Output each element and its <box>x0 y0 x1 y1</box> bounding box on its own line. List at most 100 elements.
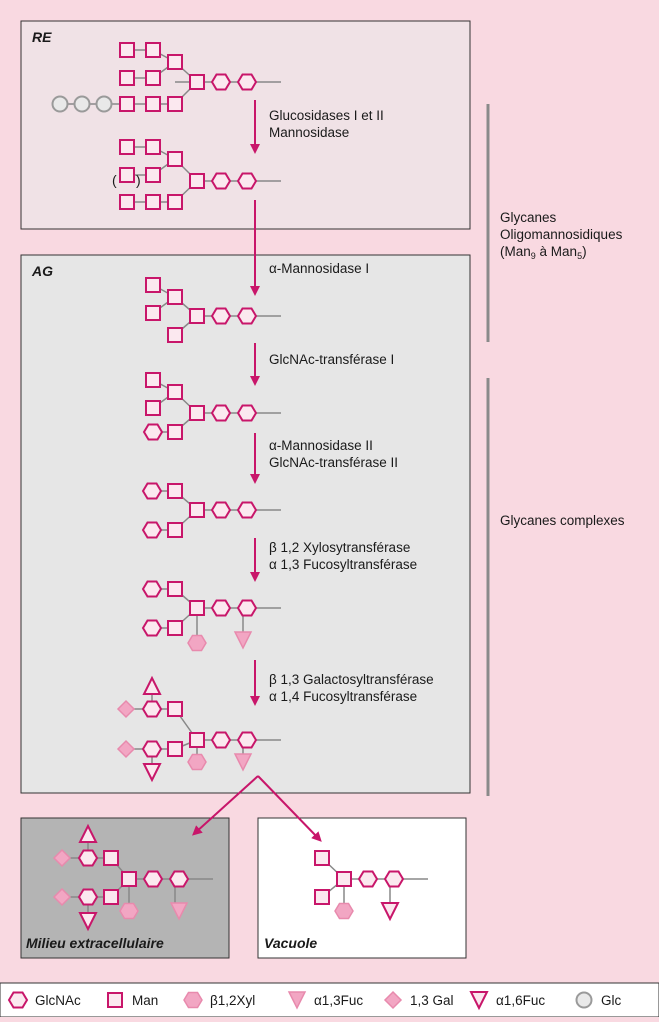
glcnac-hexagon-icon <box>141 740 163 758</box>
mannose-square-icon <box>145 96 161 112</box>
legend-item: 1,3 Gal <box>383 990 454 1010</box>
glcnac-hexagon-icon <box>210 73 232 91</box>
legend-item: Man <box>107 992 158 1008</box>
mannose-square-icon <box>119 167 135 183</box>
glcnac-hexagon-icon <box>141 619 163 637</box>
glcnac-hexagon-icon <box>7 991 29 1009</box>
glycan-ag-3 <box>141 482 281 539</box>
glcnac-hexagon-icon <box>168 870 190 888</box>
xylose-hexagon-icon <box>183 991 203 1009</box>
mannose-square-icon <box>336 871 352 887</box>
extracellular-compartment <box>20 817 230 959</box>
mannose-square-icon <box>167 620 183 636</box>
mannose-square-icon <box>145 372 161 388</box>
glcnac-hexagon-icon <box>236 172 258 190</box>
mannose-square-icon <box>167 483 183 499</box>
glcnac-hexagon-icon <box>210 404 232 422</box>
glycan-ag-4 <box>141 580 281 652</box>
legend-item: GlcNAc <box>7 991 81 1009</box>
glycan-extracellular <box>52 823 213 932</box>
glucose-circle-icon <box>575 991 593 1009</box>
mannose-square-icon <box>167 289 183 305</box>
fucose-a13-triangle-icon <box>233 631 253 650</box>
mannose-square-icon <box>189 405 205 421</box>
mannose-square-icon <box>145 167 161 183</box>
export-arrow-vacuole <box>257 775 322 842</box>
glcnac-hexagon-icon <box>210 731 232 749</box>
legend-item-label: 1,3 Gal <box>410 993 454 1008</box>
mannose-square-icon <box>103 889 119 905</box>
mannose-square-icon <box>119 139 135 155</box>
galactose-diamond-icon <box>116 739 136 759</box>
galactose-diamond-icon <box>52 887 72 907</box>
vacuole-compartment <box>257 817 467 959</box>
undefined <box>78 823 98 843</box>
xylose-hexagon-icon <box>187 634 207 652</box>
glucose-circle-icon <box>51 95 69 113</box>
fucose-a13-triangle-icon <box>233 753 253 772</box>
mannose-square-icon <box>145 70 161 86</box>
mannose-square-icon <box>167 424 183 440</box>
step-6-line1: β 1,3 Galactosyltransférase <box>269 672 434 687</box>
fucose-a13-triangle-icon <box>287 991 307 1010</box>
glcnac-hexagon-icon <box>357 870 379 888</box>
glycan-structures <box>51 42 428 932</box>
legend-item-label: β1,2Xyl <box>210 993 255 1008</box>
mannose-square-icon <box>167 54 183 70</box>
glcnac-hexagon-icon <box>142 870 164 888</box>
optional-mannose-paren-left: ( <box>112 172 117 188</box>
legend-item-label: Man <box>132 993 158 1008</box>
glcnac-hexagon-icon <box>210 307 232 325</box>
glucose-circle-icon <box>95 95 113 113</box>
mannose-square-icon <box>145 139 161 155</box>
mannose-square-icon <box>107 992 123 1008</box>
mannose-square-icon <box>145 305 161 321</box>
mannose-square-icon <box>145 194 161 210</box>
glycan-re-1 <box>51 42 281 113</box>
legend-item: β1,2Xyl <box>183 991 255 1009</box>
fucose-a16-triangle-icon <box>78 912 98 932</box>
mannose-square-icon <box>119 96 135 112</box>
export-arrow-extracellular <box>192 775 259 836</box>
glycan-ag-2 <box>142 372 281 441</box>
galactose-diamond-icon <box>383 990 403 1010</box>
re-compartment <box>20 20 471 230</box>
glcnac-hexagon-icon <box>236 599 258 617</box>
glcnac-hexagon-icon <box>77 849 99 867</box>
step-3-line1: GlcNAc-transférase I <box>269 352 394 367</box>
undefined <box>142 675 162 695</box>
glcnac-hexagon-icon <box>236 404 258 422</box>
glcnac-hexagon-icon <box>236 307 258 325</box>
vacuole-label: Vacuole <box>264 935 317 951</box>
step-4-line1: α-Mannosidase II <box>269 438 373 453</box>
step-1-line2: Mannosidase <box>269 125 349 140</box>
xylose-hexagon-icon <box>119 902 139 920</box>
mannose-square-icon <box>167 701 183 717</box>
step-5-line1: β 1,2 Xylosytransférase <box>269 540 410 555</box>
mannose-square-icon <box>167 151 183 167</box>
mannose-square-icon <box>167 581 183 597</box>
glcnac-hexagon-icon <box>210 172 232 190</box>
glycan-vacuole <box>314 850 428 922</box>
glcnac-hexagon-icon <box>141 521 163 539</box>
glcnac-hexagon-icon <box>77 888 99 906</box>
fucose-a13-triangle-icon <box>169 902 189 921</box>
mannose-square-icon <box>119 70 135 86</box>
mannose-square-icon <box>145 400 161 416</box>
legend-item-label: GlcNAc <box>35 993 81 1008</box>
glcnac-hexagon-icon <box>141 482 163 500</box>
legend-item-label: Glc <box>601 993 622 1008</box>
step-4-line2: GlcNAc-transférase II <box>269 455 398 470</box>
glcnac-hexagon-icon <box>141 580 163 598</box>
mannose-square-icon <box>167 741 183 757</box>
mannose-square-icon <box>189 502 205 518</box>
glcnac-hexagon-icon <box>210 599 232 617</box>
step-1-line1: Glucosidases I et II <box>269 108 384 123</box>
mannose-square-icon <box>314 889 330 905</box>
glcnac-hexagon-icon <box>236 73 258 91</box>
fucose-a16-triangle-icon <box>142 763 162 783</box>
mannose-square-icon <box>167 384 183 400</box>
glucose-circle-icon <box>73 95 91 113</box>
